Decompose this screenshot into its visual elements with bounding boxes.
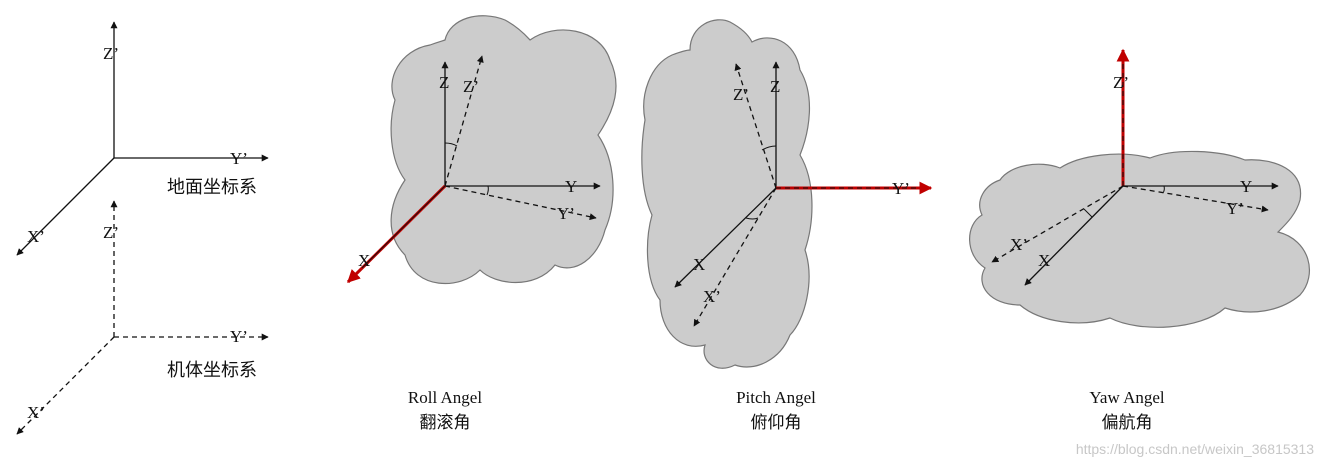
yaw-y-label: Y [1240, 177, 1252, 196]
pitch-panel: Z Z’ Y’ X X’ Pitch Angel 俯仰角 [641, 19, 933, 432]
body-x-label: X’ [27, 403, 45, 422]
pitch-title-en: Pitch Angel [736, 388, 816, 407]
ground-frame: Z’ Y’ X’ 地面坐标系 [16, 21, 269, 256]
body-frame-label: 机体坐标系 [167, 360, 257, 380]
pitch-title-zh: 俯仰角 [751, 413, 802, 432]
roll-title-zh: 翻滚角 [420, 413, 471, 432]
roll-y-label: Y [565, 177, 577, 196]
yaw-x-prime-label: X’ [1010, 235, 1028, 254]
roll-angle-arc-z [444, 142, 458, 147]
roll-angle-arc-y [486, 185, 489, 196]
ground-z-label: Z’ [103, 44, 119, 63]
roll-z-label: Z [439, 73, 449, 92]
yaw-x-prime-axis [991, 185, 1124, 263]
ground-x-label: X’ [27, 227, 45, 246]
pitch-x-prime-label: X’ [703, 287, 721, 306]
pitch-cloud [641, 19, 813, 369]
pitch-angle-arc-x [745, 217, 759, 220]
roll-z-prime-label: Z’ [463, 77, 479, 96]
pitch-z-prime-axis [734, 63, 777, 189]
body-frame: Z’ Y’ X’ 机体坐标系 [16, 200, 269, 435]
yaw-z-label: Z’ [1113, 73, 1129, 92]
roll-x-axis [361, 185, 446, 269]
body-x-axis [16, 336, 115, 435]
pitch-x-axis [674, 187, 777, 288]
body-z-label: Z’ [103, 223, 119, 242]
roll-z-prime-axis [444, 55, 484, 187]
ground-y-label: Y’ [230, 149, 248, 168]
pitch-angle-arc-z [761, 145, 777, 151]
watermark-text: https://blog.csdn.net/weixin_36815313 [1076, 441, 1314, 457]
ground-frame-label: 地面坐标系 [167, 177, 257, 197]
pitch-z-prime-label: Z’ [733, 85, 749, 104]
yaw-panel: Z’ Y Y’ X’ X Yaw Angel 偏航角 [969, 48, 1310, 432]
pitch-x-label: X [693, 255, 705, 274]
roll-cloud [390, 15, 617, 285]
pitch-y-label: Y’ [892, 179, 910, 198]
yaw-title-zh: 偏航角 [1102, 413, 1153, 432]
roll-y-prime-label: Y’ [557, 204, 575, 223]
yaw-title-en: Yaw Angel [1089, 388, 1165, 407]
roll-title-en: Roll Angel [408, 388, 482, 407]
yaw-cloud [969, 150, 1310, 328]
yaw-angle-arc-y [1162, 185, 1165, 194]
roll-panel: Z Z’ Y Y’ X Roll Angel 翻滚角 [346, 15, 617, 432]
body-y-label: Y’ [230, 327, 248, 346]
yaw-y-prime-label: Y’ [1226, 199, 1244, 218]
roll-y-prime-axis [444, 185, 597, 221]
yaw-x-label: X [1038, 251, 1050, 270]
yaw-angle-arc-x [1083, 208, 1093, 218]
yaw-x-axis [1024, 185, 1124, 286]
ground-x-axis [16, 157, 115, 256]
yaw-y-prime-axis [1122, 185, 1269, 213]
pitch-z-label: Z [770, 77, 780, 96]
roll-x-label: X [358, 251, 370, 270]
